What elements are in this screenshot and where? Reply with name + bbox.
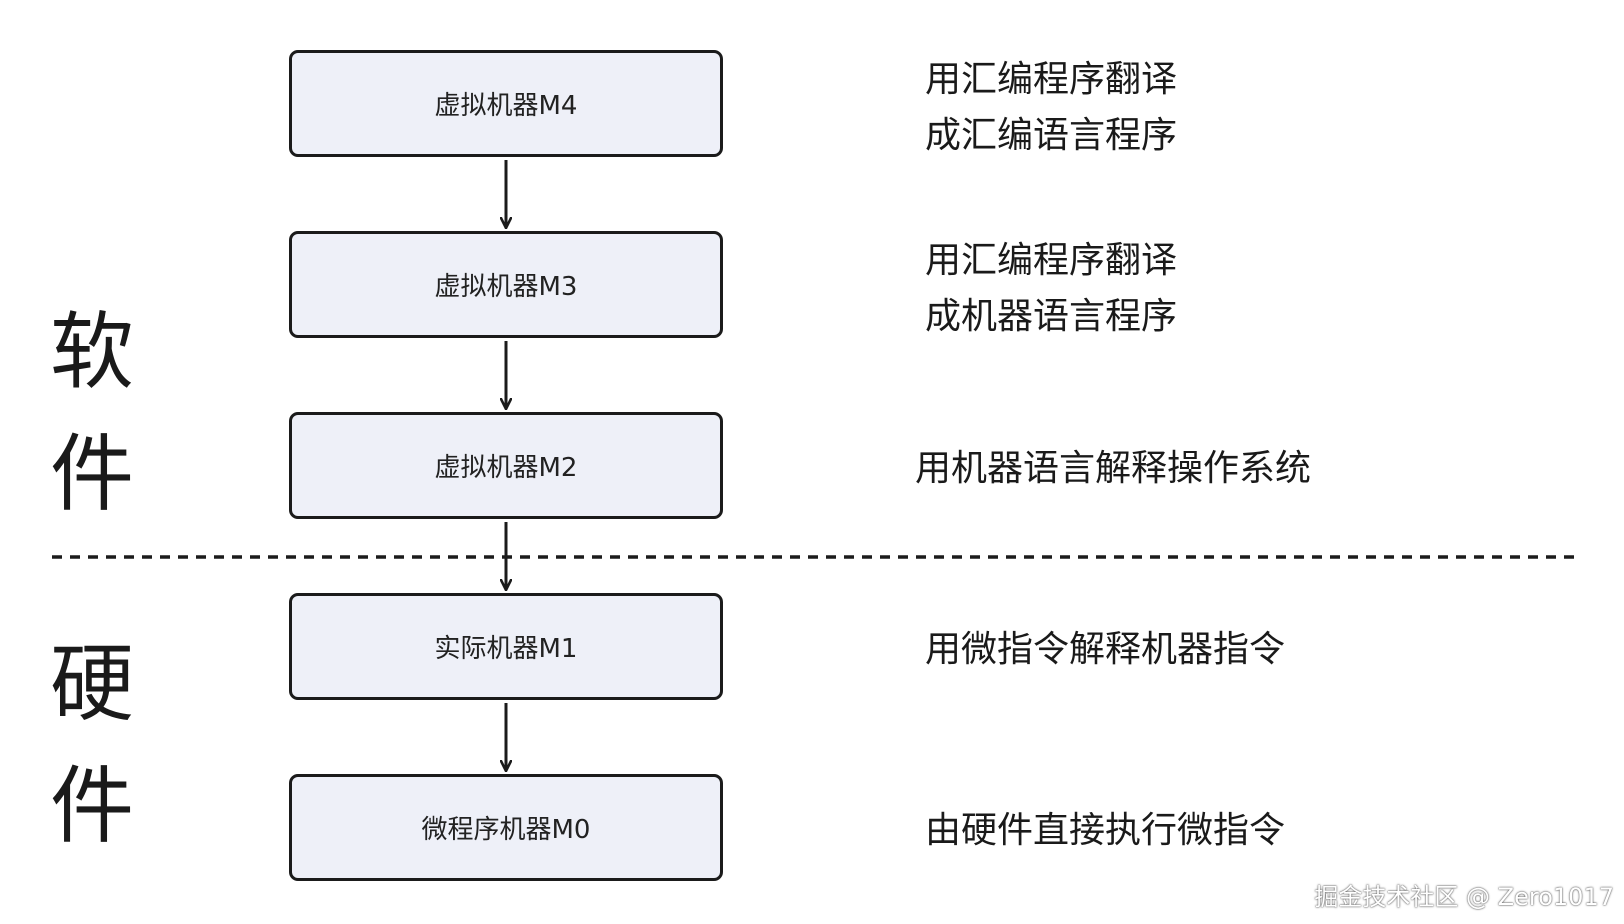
hardware-label-char2: 件: [50, 757, 135, 855]
description-m3: 用汇编程序翻译 成机器语言程序: [925, 233, 1177, 345]
box-label-m2: 虚拟机器M2: [434, 453, 578, 483]
description-m4-line1: 用汇编程序翻译: [925, 59, 1178, 100]
box-label-m3: 虚拟机器M3: [434, 272, 578, 302]
box-virtual-machine-m3: 虚拟机器M3: [289, 231, 723, 338]
box-microprogram-machine-m0: 微程序机器M0: [289, 774, 723, 881]
software-label-char2: 件: [50, 425, 135, 523]
description-m4: 用汇编程序翻译 成汇编语言程序: [925, 52, 1177, 164]
hardware-label-char1: 硬: [50, 635, 135, 733]
description-m3-line1: 用汇编程序翻译: [925, 240, 1178, 281]
watermark: 掘金技术社区 @ Zero1017: [1314, 883, 1614, 911]
description-m4-line2: 成汇编语言程序: [925, 115, 1178, 156]
box-virtual-machine-m4: 虚拟机器M4: [289, 50, 723, 157]
box-label-m4: 虚拟机器M4: [434, 91, 578, 121]
box-virtual-machine-m2: 虚拟机器M2: [289, 412, 723, 519]
box-label-m1: 实际机器M1: [434, 634, 578, 664]
box-label-m0: 微程序机器M0: [421, 815, 591, 845]
software-label-char1: 软: [50, 303, 135, 401]
box-real-machine-m1: 实际机器M1: [289, 593, 723, 700]
description-m1: 用微指令解释机器指令: [925, 629, 1286, 670]
description-m0: 由硬件直接执行微指令: [925, 810, 1286, 851]
description-m2: 用机器语言解释操作系统: [915, 448, 1312, 489]
description-m3-line2: 成机器语言程序: [925, 296, 1178, 337]
